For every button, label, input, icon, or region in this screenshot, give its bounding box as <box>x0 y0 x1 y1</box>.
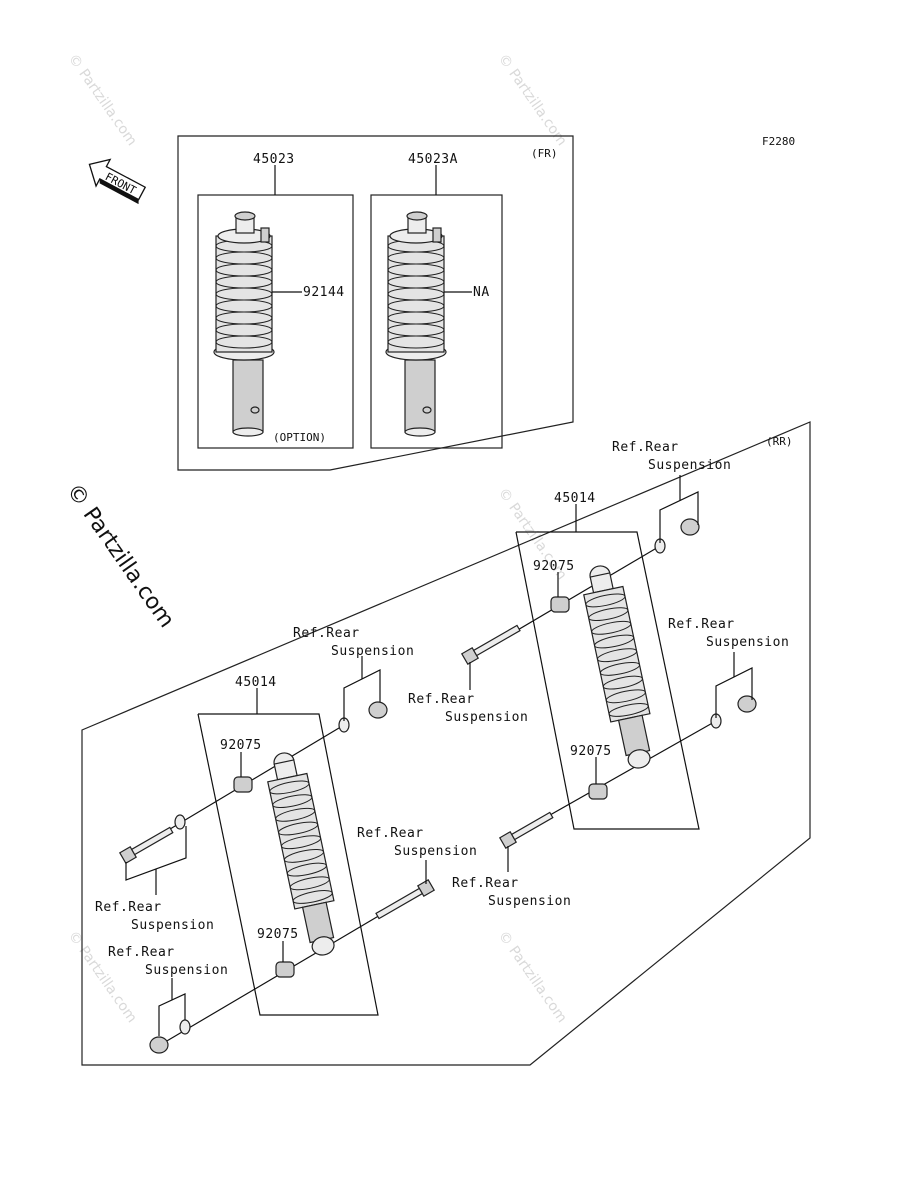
front-section-frame <box>177 135 574 471</box>
part-number-92075: 92075 <box>570 744 612 759</box>
ref-rear-suspension-label: Ref.Rear <box>95 900 162 915</box>
bushing-icon <box>233 596 608 978</box>
part-number-45014: 45014 <box>235 675 277 690</box>
front-shock-right <box>385 211 447 437</box>
part-number-45014: 45014 <box>554 491 596 506</box>
watermark-large: © Partzilla.com <box>61 479 179 632</box>
ref-rear-suspension-label: Ref.Rear <box>408 692 475 707</box>
bolt-icon <box>118 624 554 920</box>
part-number-45023a: 45023A <box>408 152 458 167</box>
part-number-92144: 92144 <box>303 285 345 300</box>
front-tag: (FR) <box>531 147 558 160</box>
nut-icon <box>149 518 757 1054</box>
front-section: (FR) 45023 45023A <box>177 135 574 471</box>
part-number-92075: 92075 <box>220 738 262 753</box>
ref-rear-suspension-label: Suspension <box>331 644 414 659</box>
ref-rear-suspension-label: Ref.Rear <box>668 617 735 632</box>
part-number-45023: 45023 <box>253 152 295 167</box>
washer-icon <box>174 538 722 1035</box>
figure-code: F2280 <box>762 135 795 148</box>
ref-rear-suspension-label: Suspension <box>394 844 477 859</box>
part-number-92075: 92075 <box>257 927 299 942</box>
rear-section-frame <box>81 421 811 1066</box>
ref-rear-suspension-label: Suspension <box>445 710 528 725</box>
option-label: (OPTION) <box>273 431 326 444</box>
rear-shock-left <box>267 752 335 956</box>
watermark: © Partzilla.com <box>65 928 140 1026</box>
ref-rear-suspension-label: Ref.Rear <box>612 440 679 455</box>
ref-rear-suspension-label: Ref.Rear <box>293 626 360 641</box>
ref-rear-suspension-label: Suspension <box>145 963 228 978</box>
watermark: © Partzilla.com <box>65 51 140 149</box>
front-shock-left <box>213 211 275 437</box>
ref-rear-suspension-label: Suspension <box>648 458 731 473</box>
watermark: © Partzilla.com <box>495 928 570 1026</box>
ref-rear-suspension-label: Suspension <box>131 918 214 933</box>
rear-tag: (RR) <box>766 435 793 448</box>
ref-rear-suspension-label: Ref.Rear <box>452 876 519 891</box>
front-arrow-icon: FRONT <box>88 158 147 205</box>
rear-section: (RR) 45014 45014 <box>81 421 811 1066</box>
na-label: NA <box>473 285 490 300</box>
ref-rear-suspension-label: Suspension <box>706 635 789 650</box>
ref-rear-suspension-label: Ref.Rear <box>357 826 424 841</box>
part-number-92075: 92075 <box>533 559 575 574</box>
ref-rear-suspension-label: Suspension <box>488 894 571 909</box>
ref-rear-suspension-label: Ref.Rear <box>108 945 175 960</box>
watermark: © Partzilla.com <box>495 51 570 149</box>
rear-shock-right <box>583 565 651 769</box>
